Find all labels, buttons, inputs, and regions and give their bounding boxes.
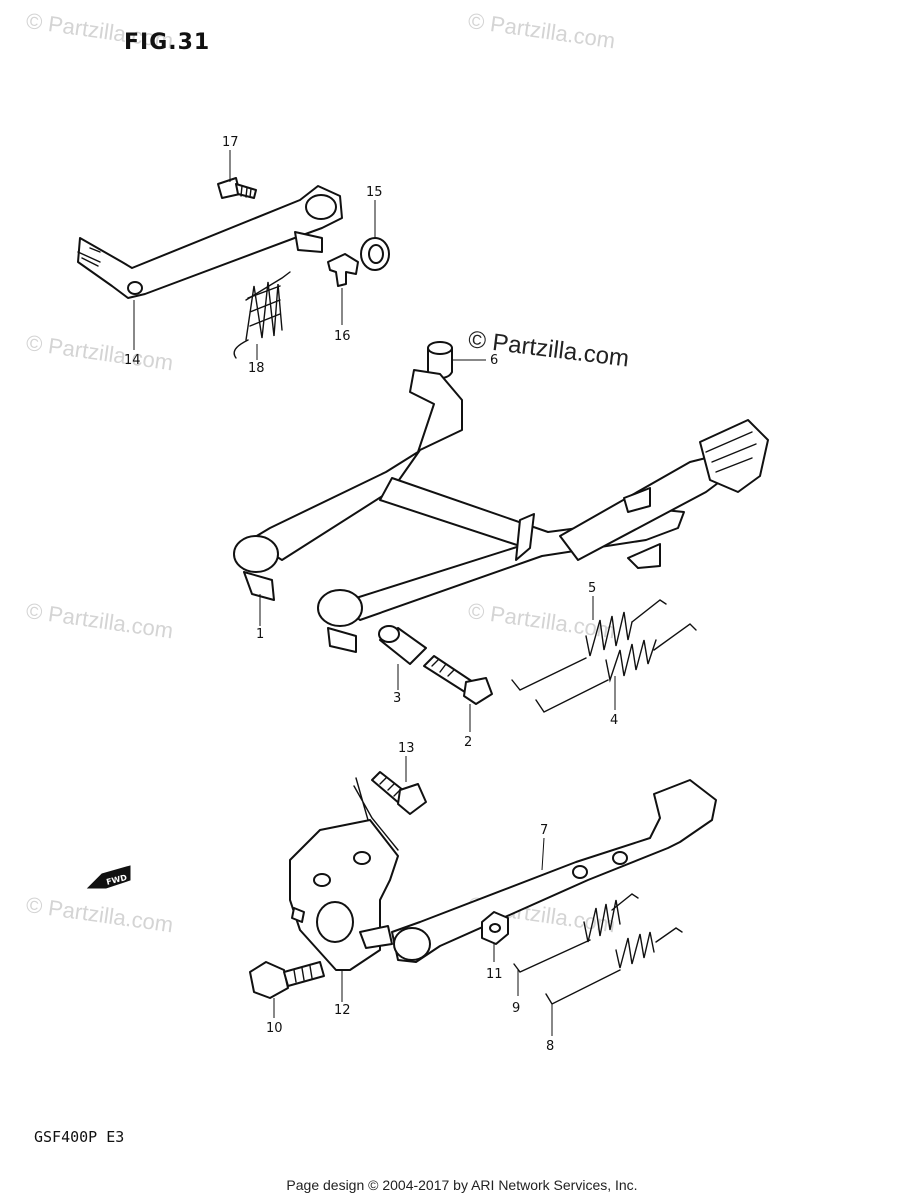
callout-18: 18 (248, 361, 265, 376)
leader-lines (133, 150, 616, 1036)
callout-11: 11 (486, 967, 503, 982)
callout-14: 14 (124, 353, 141, 368)
callout-8: 8 (546, 1039, 554, 1054)
callout-12: 12 (334, 1003, 351, 1018)
page-footer: Page design © 2004-2017 by ARI Network S… (286, 1177, 638, 1193)
part-9-spring (513, 893, 639, 973)
callout-10: 10 (266, 1021, 283, 1036)
part-15-washer (360, 237, 390, 271)
callout-17: 17 (222, 135, 239, 150)
callouts: 17 15 14 16 18 6 1 5 3 4 2 13 7 11 9 12 … (124, 135, 618, 1054)
part-17-bolt (217, 177, 257, 199)
callout-1: 1 (256, 627, 264, 642)
model-code: GSF400P E3 (34, 1128, 125, 1146)
callout-5: 5 (588, 581, 596, 596)
part-4-spring (535, 623, 697, 713)
part-11-nut (481, 911, 509, 945)
callout-16: 16 (334, 329, 351, 344)
part-13-bolt (371, 771, 427, 815)
callout-4: 4 (610, 713, 618, 728)
figure-title: FIG.31 (124, 30, 211, 55)
callout-2: 2 (464, 735, 472, 750)
part-10-bolt (249, 961, 325, 999)
part-7-side-stand (359, 779, 717, 963)
callout-6: 6 (490, 353, 498, 368)
part-14-pedal-arm (77, 185, 343, 299)
part-8-spring (545, 927, 683, 1005)
callout-13: 13 (398, 741, 415, 756)
part-6-cap (427, 341, 453, 379)
callout-7: 7 (540, 823, 548, 838)
part-2-bolt (423, 655, 493, 705)
callout-3: 3 (393, 691, 401, 706)
part-5-spring (511, 599, 667, 691)
part-18-spring (233, 271, 291, 359)
callout-9: 9 (512, 1001, 520, 1016)
callout-15: 15 (366, 185, 383, 200)
part-3-spacer (378, 625, 427, 665)
part-1-center-stand (233, 369, 769, 653)
fwd-arrow-icon: FWD (86, 865, 131, 889)
part-16-clip (327, 253, 359, 287)
